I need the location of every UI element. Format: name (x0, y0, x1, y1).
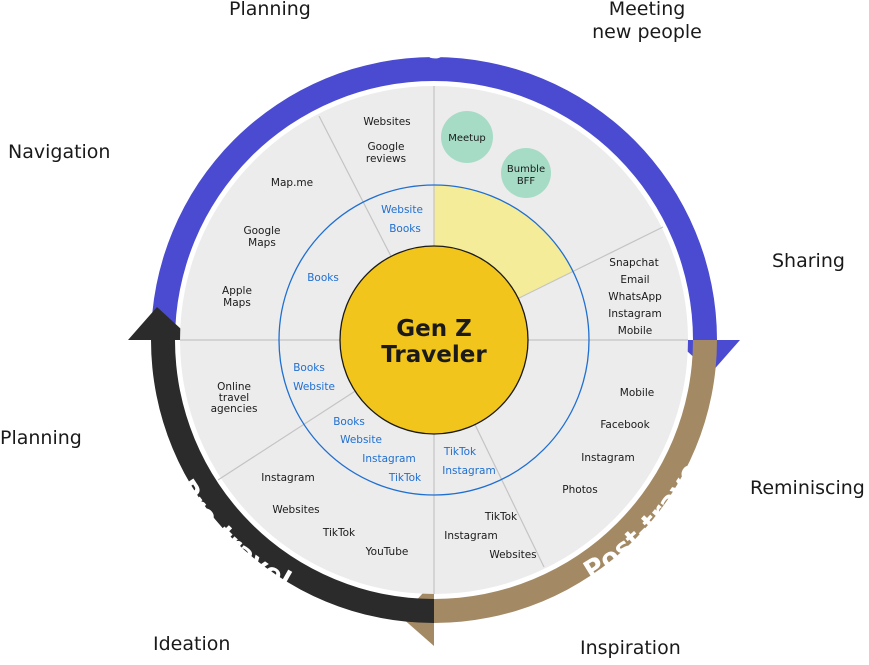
svg-text:Google: Google (243, 225, 280, 237)
svg-text:reviews: reviews (366, 153, 406, 165)
segment-inspiration: TikTok Instagram Websites TikTok Instagr… (442, 446, 536, 561)
segment-reminiscing: Mobile Facebook Instagram Photos (562, 387, 654, 496)
svg-text:Instagram: Instagram (362, 453, 415, 465)
svg-text:Email: Email (620, 274, 649, 286)
svg-text:Instagram: Instagram (444, 530, 497, 542)
media-ring (278, 184, 590, 496)
label-inspiration: Inspiration (580, 637, 681, 659)
svg-text:TikTok: TikTok (443, 446, 477, 458)
label-planning-top: Planning (229, 0, 311, 20)
label-planning-left: Planning (0, 427, 82, 449)
segment-navigation: Map.me Google Maps Apple Maps Books (222, 177, 339, 309)
svg-text:travel: travel (219, 392, 249, 404)
svg-text:Instagram: Instagram (442, 465, 495, 477)
label-meeting-line2: new people (592, 21, 702, 43)
svg-text:Maps: Maps (248, 237, 276, 249)
label-sharing: Sharing (772, 250, 845, 272)
svg-text:Books: Books (333, 416, 365, 428)
svg-text:agencies: agencies (211, 403, 258, 415)
svg-text:Snapchat: Snapchat (609, 257, 658, 269)
svg-text:TikTok: TikTok (388, 472, 422, 484)
svg-text:TikTok: TikTok (322, 527, 356, 539)
label-navigation: Navigation (8, 141, 111, 163)
svg-text:Mobile: Mobile (620, 387, 654, 399)
bumble-bff-bubble-label-line2: BFF (517, 176, 536, 187)
center-title-line1: Gen Z (396, 316, 472, 342)
svg-text:Apple: Apple (222, 285, 252, 297)
svg-text:TikTok: TikTok (484, 511, 518, 523)
svg-text:Website: Website (381, 204, 423, 216)
svg-text:Mobile: Mobile (618, 325, 652, 337)
svg-text:Map.me: Map.me (271, 177, 313, 189)
svg-text:Instagram: Instagram (581, 452, 634, 464)
svg-text:WhatsApp: WhatsApp (608, 291, 662, 303)
meetup-bubble (441, 111, 493, 163)
svg-text:Books: Books (293, 362, 325, 374)
svg-text:Facebook: Facebook (600, 419, 650, 431)
svg-text:YouTube: YouTube (365, 546, 409, 558)
pre-travel-arrow (128, 307, 434, 623)
label-meeting-line1: Meeting (608, 0, 686, 20)
svg-text:Instagram: Instagram (261, 472, 314, 484)
label-ideation: Ideation (153, 633, 231, 655)
label-meeting-new-people: Meeting new people (585, 0, 709, 44)
segment-ideation: Instagram Websites TikTok YouTube Books … (261, 416, 422, 558)
segment-sharing: Snapchat Email WhatsApp Instagram Mobile (608, 257, 662, 337)
svg-text:Website: Website (293, 381, 335, 393)
center-circle (339, 245, 529, 435)
svg-text:Google: Google (367, 141, 404, 153)
svg-text:Website: Website (340, 434, 382, 446)
meetup-bubble-label: Meetup (448, 133, 486, 144)
svg-text:Websites: Websites (272, 504, 319, 516)
svg-text:Books: Books (389, 223, 421, 235)
center-title-line2: Traveler (381, 342, 487, 368)
label-reminiscing: Reminiscing (750, 477, 865, 499)
segment-planning-left: Online travel agencies Books Website (211, 362, 335, 415)
svg-text:Books: Books (307, 272, 339, 284)
svg-text:Websites: Websites (489, 549, 536, 561)
svg-text:Instagram: Instagram (608, 308, 661, 320)
bumble-bff-bubble (501, 148, 551, 198)
svg-text:Online: Online (217, 381, 251, 393)
segment-planning-top: Websites Google reviews Website Books (363, 116, 423, 235)
svg-text:Websites: Websites (363, 116, 410, 128)
svg-text:Photos: Photos (562, 484, 597, 496)
bumble-bff-bubble-label-line1: Bumble (507, 164, 545, 175)
svg-text:Maps: Maps (223, 297, 251, 309)
